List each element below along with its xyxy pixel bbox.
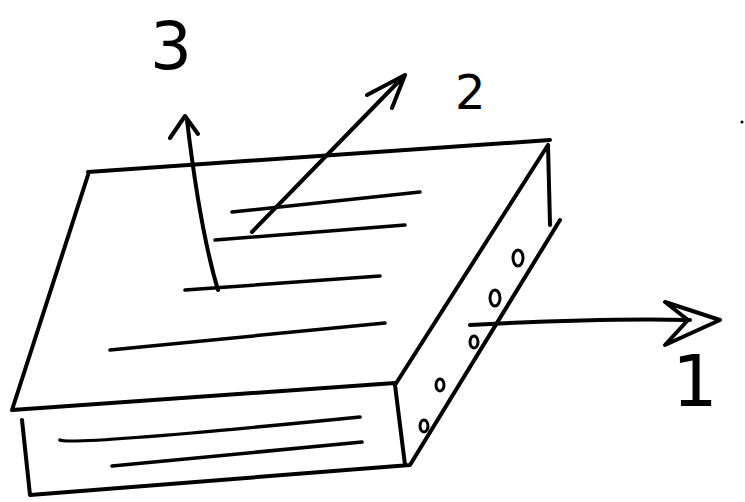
axis-arrow — [252, 75, 405, 232]
fibre-lines — [60, 417, 362, 466]
block-outline — [12, 140, 560, 495]
axis-label: 2 — [455, 68, 486, 116]
axis-label: 1 — [672, 345, 718, 417]
stray-dot — [741, 121, 744, 124]
axis-arrow — [470, 302, 720, 345]
axis-label: 3 — [150, 14, 192, 80]
fibre-lines — [110, 192, 420, 350]
fibre-ends — [420, 250, 523, 432]
axis-arrow — [170, 116, 218, 290]
